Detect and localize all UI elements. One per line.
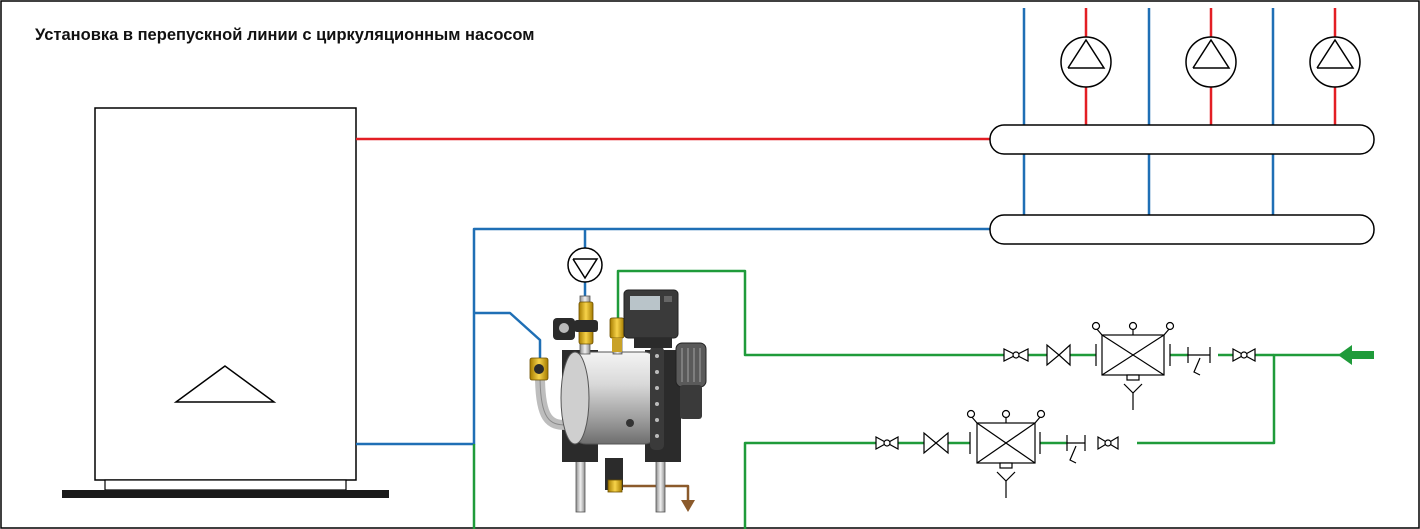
drain-line [622, 484, 690, 500]
cold-water-line-1 [616, 269, 1274, 357]
shutoff-valve-2b [1097, 435, 1119, 451]
backflow-preventer-1 [1091, 321, 1211, 410]
bypass-circulation-pump [567, 247, 603, 283]
pressure-maintenance-unit [529, 289, 707, 513]
boiler-symbol [173, 365, 277, 403]
supply-manifold [989, 124, 1375, 155]
cold-water-main [1137, 353, 1342, 445]
boiler [62, 107, 389, 498]
backflow-preventer-2 [966, 409, 1086, 498]
filter-valve-1 [1046, 343, 1071, 367]
shutoff-valve-1b [1232, 347, 1256, 363]
filter-valve-2 [923, 431, 949, 455]
diagram-title: Установка в перепускной линии с циркуляц… [35, 26, 535, 44]
return-pipe [356, 227, 990, 446]
return-manifold [989, 214, 1375, 245]
drain-arrow [681, 500, 695, 512]
heating-circulation-pump-1 [1060, 36, 1112, 88]
heating-circulation-pump-2 [1185, 36, 1237, 88]
heating-circulation-pump-3 [1309, 36, 1361, 88]
cold-water-line-2 [743, 441, 1115, 529]
cold-water-inlet-arrow [1338, 345, 1374, 365]
shutoff-valve-2a [875, 435, 899, 451]
shutoff-valve-1a [1003, 348, 1029, 362]
line-1-fittings [1003, 321, 1256, 410]
bypass-branch-to-unit [474, 311, 542, 358]
line-2-fittings [875, 409, 1119, 498]
boiler-foundation [62, 490, 389, 498]
boiler-base [104, 479, 347, 491]
